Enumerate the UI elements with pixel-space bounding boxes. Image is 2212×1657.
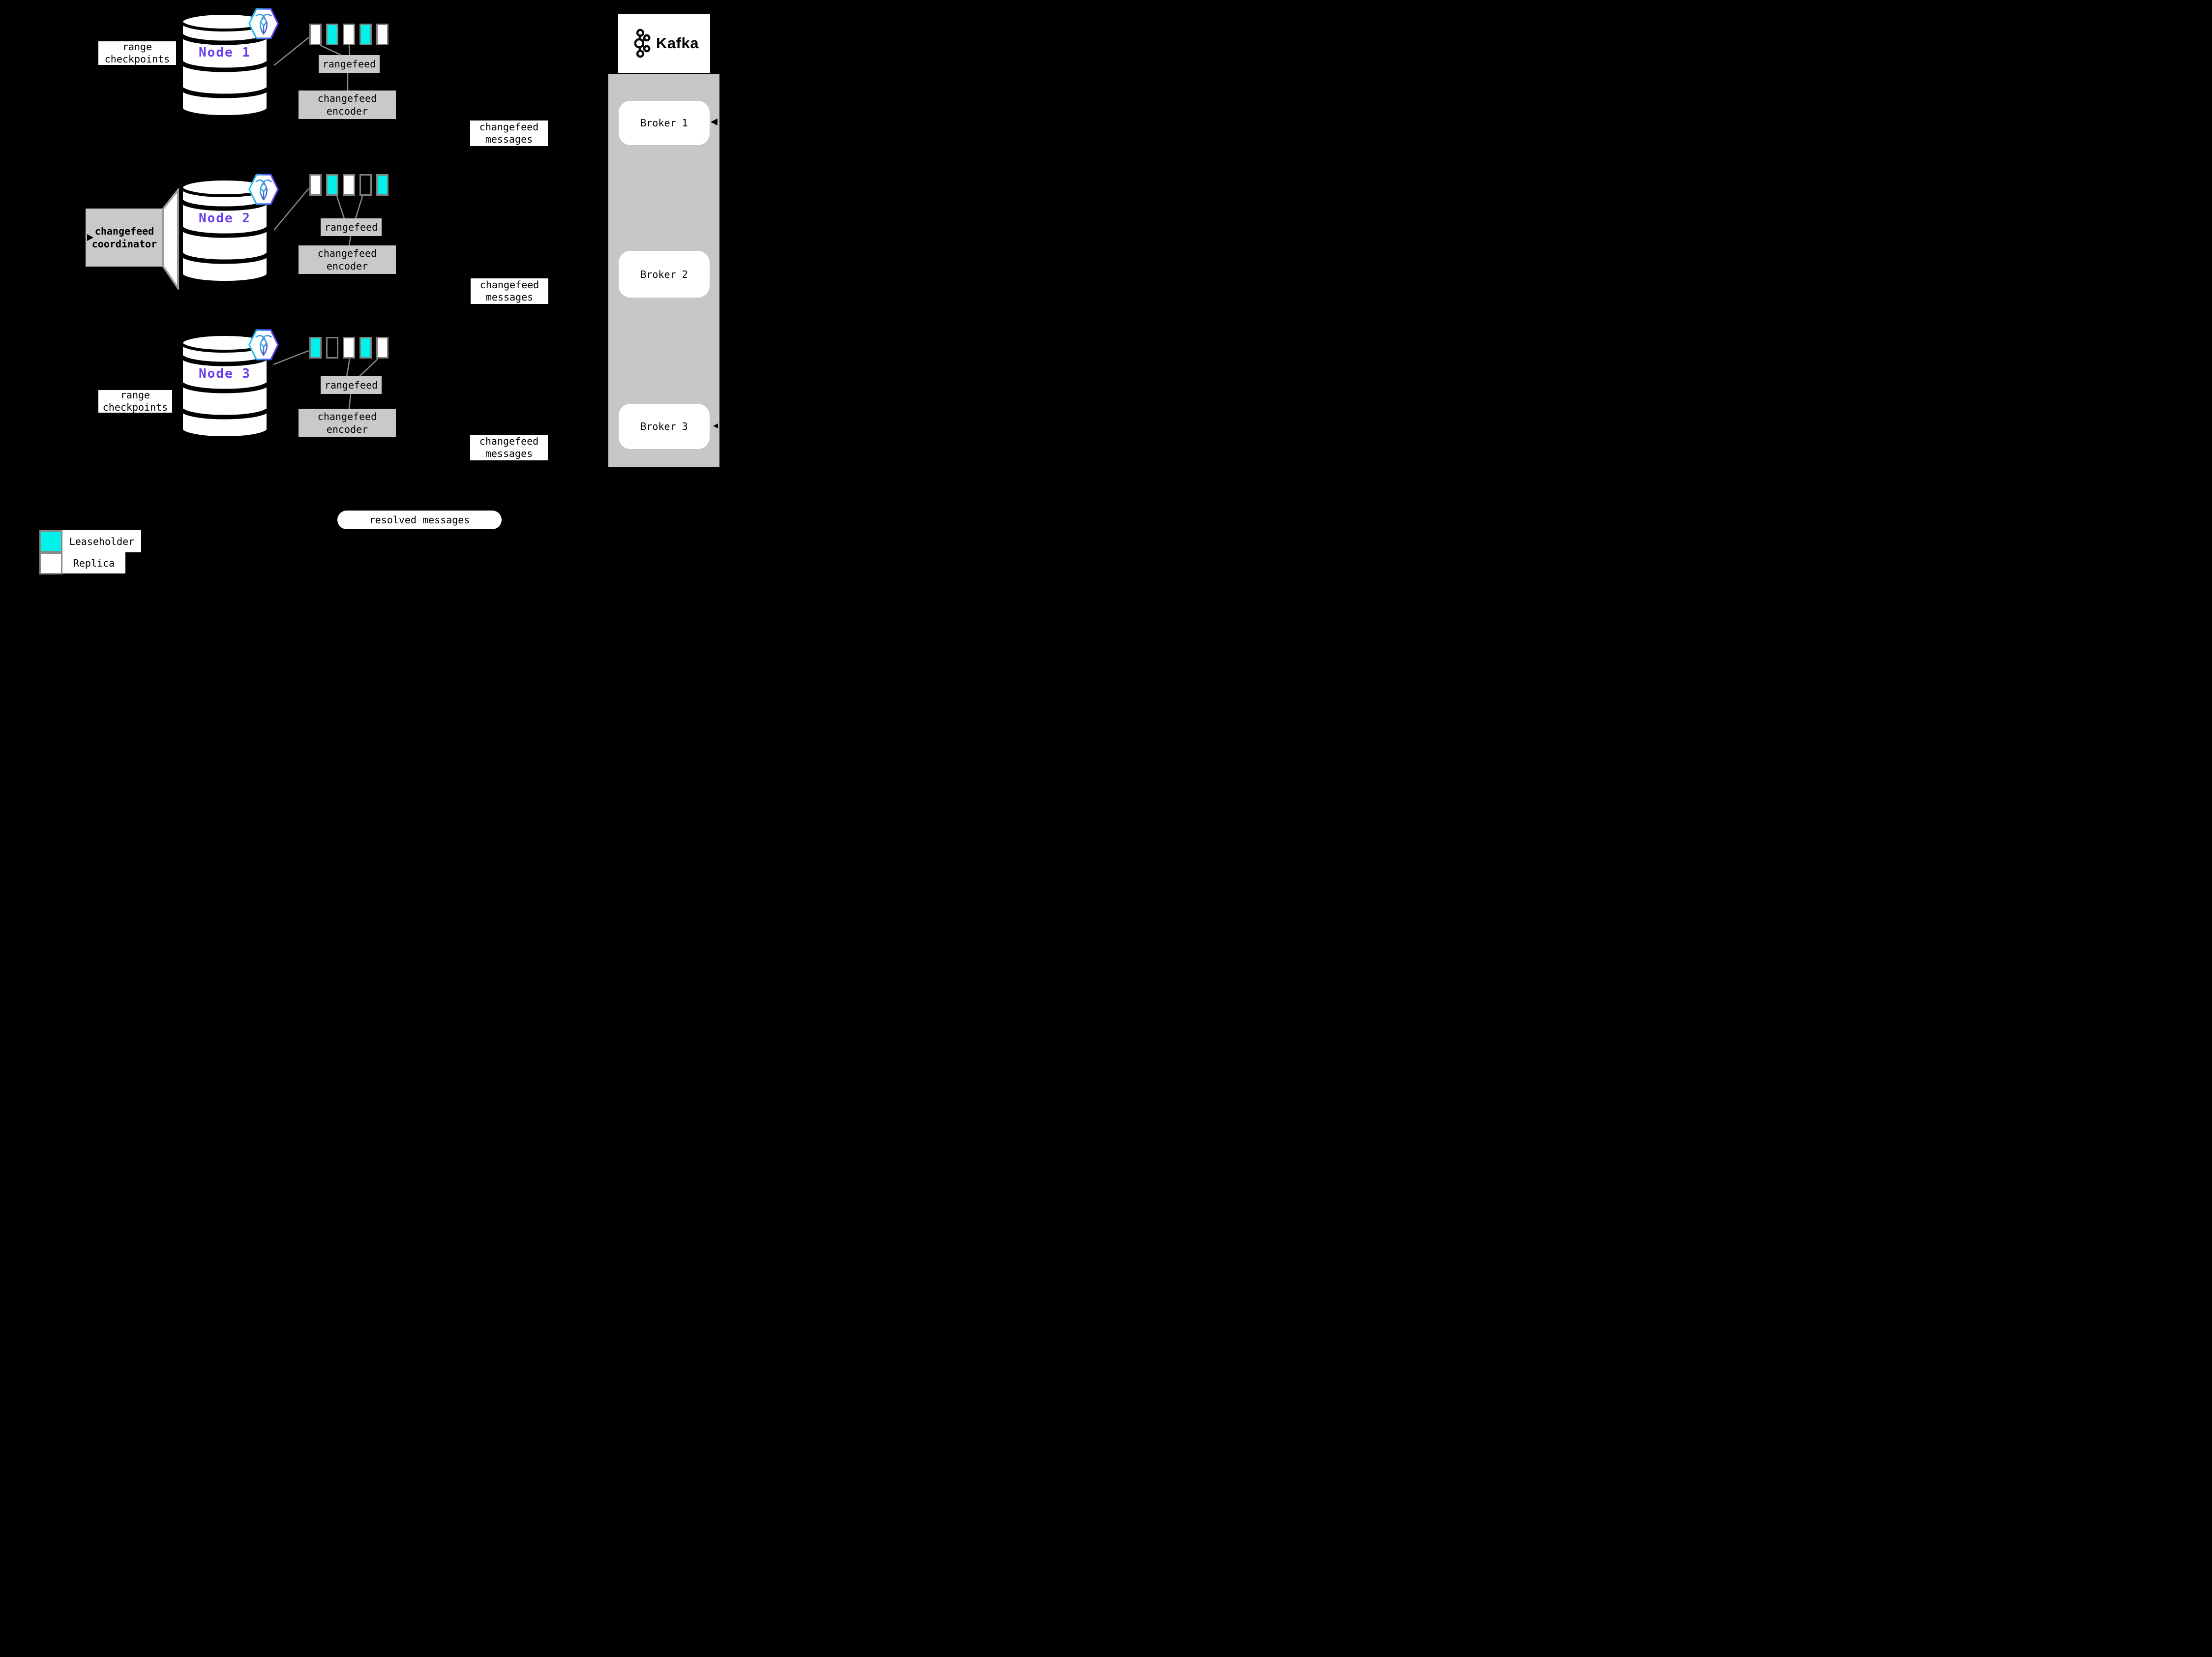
changefeed-encoder-box-node-2: changefeed encoder: [299, 245, 396, 274]
range-square-replica: [309, 24, 322, 45]
range-square-leaseholder: [326, 24, 338, 45]
range-square-leaseholder: [359, 24, 372, 45]
range-square-leaseholder: [376, 174, 389, 196]
broker-1: Broker 1: [619, 101, 710, 145]
cockroachdb-logo-node-1: [248, 8, 279, 39]
range-square-leaseholder: [359, 337, 372, 359]
resolved-messages-pill: resolved messages: [337, 511, 502, 529]
changefeed-messages-label-2: changefeed messages: [471, 278, 548, 304]
node-2-range-squares: [309, 174, 389, 196]
legend: Leaseholder Replica: [39, 530, 141, 574]
legend-leaseholder-swatch: [39, 530, 62, 552]
kafka-logo-icon: [634, 29, 651, 58]
changefeed-encoder-box-node-3: changefeed encoder: [299, 409, 396, 437]
broker-3: Broker 3: [619, 404, 710, 449]
node-1-range-squares: [309, 24, 389, 45]
range-square-leaseholder: [326, 174, 338, 196]
legend-leaseholder-label: Leaseholder: [62, 530, 141, 552]
range-square-replica: [343, 174, 355, 196]
changefeed-messages-label-3: changefeed messages: [470, 435, 548, 460]
range-square-replica: [343, 24, 355, 45]
kafka-broker-container: Broker 1 Broker 2 Broker 3: [608, 74, 719, 467]
range-square-replica: [376, 24, 389, 45]
broker-2: Broker 2: [619, 251, 710, 298]
node-2-label: Node 2: [199, 211, 251, 226]
rangefeed-box-node-3: rangefeed: [321, 376, 382, 394]
node-3-database-icon: [179, 333, 270, 439]
range-square-empty: [359, 174, 372, 196]
rangefeed-box-node-2: rangefeed: [321, 218, 382, 236]
changefeed-coordinator-label: changefeed coordinator: [86, 209, 163, 267]
range-square-replica: [343, 337, 355, 359]
legend-replica-swatch: [39, 552, 62, 574]
legend-replica-label: Replica: [62, 552, 125, 573]
cockroachdb-logo-node-3: [248, 329, 279, 361]
coordinator-flag-shape: [162, 188, 179, 290]
range-checkpoints-label-top: range checkpoints: [98, 41, 176, 65]
range-square-replica: [309, 174, 322, 196]
changefeed-encoder-box-node-1: changefeed encoder: [299, 90, 396, 119]
kafka-title-box: Kafka: [618, 14, 710, 73]
rangefeed-box-node-1: rangefeed: [319, 55, 380, 73]
node-3-range-squares: [309, 337, 389, 359]
range-square-leaseholder: [309, 337, 322, 359]
cockroachdb-logo-node-2: [248, 174, 279, 205]
changefeed-messages-label-1: changefeed messages: [470, 121, 548, 146]
range-square-empty: [326, 337, 338, 359]
kafka-title: Kafka: [656, 34, 699, 52]
range-square-replica: [376, 337, 389, 359]
node-3-label: Node 3: [199, 366, 251, 381]
range-checkpoints-label-bottom: range checkpoints: [98, 389, 172, 413]
node-1-label: Node 1: [199, 45, 251, 60]
node-2-database-icon: [179, 178, 270, 284]
changefeed-architecture-diagram: Node 1 Node 2 Node 3: [0, 0, 771, 577]
